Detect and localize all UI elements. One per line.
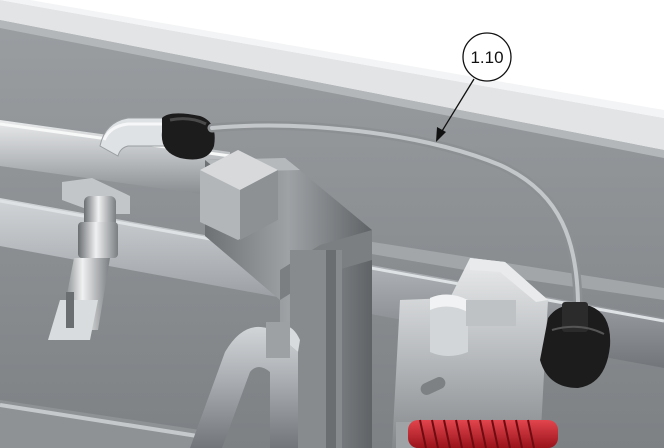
spring: [396, 419, 558, 448]
leader-line: [438, 78, 475, 137]
support-post: [200, 150, 372, 448]
hose-clip: [540, 302, 611, 388]
hose-elbow: [99, 117, 169, 157]
callout: 1.10: [436, 32, 512, 142]
handle-tube: [190, 322, 300, 448]
grommet: [161, 113, 215, 160]
hose: [207, 121, 583, 325]
locking-pin: [48, 178, 130, 340]
tube-clamp: [430, 294, 516, 356]
leader-arrowhead: [436, 127, 446, 142]
callout-label: 1.10: [470, 48, 503, 67]
callout-circle: [462, 32, 512, 82]
